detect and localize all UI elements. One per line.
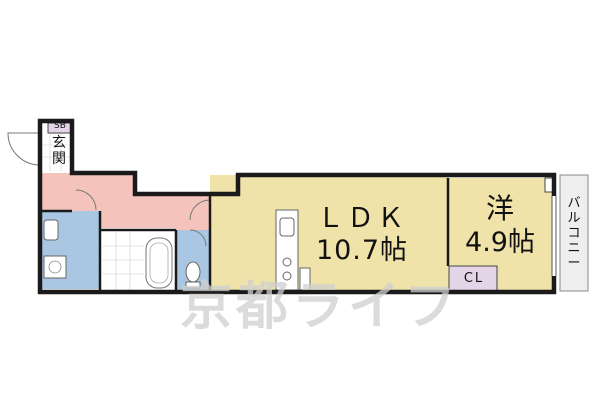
stove-burner	[282, 257, 292, 267]
entrance-tiles	[40, 133, 72, 171]
toilet-tank	[185, 281, 201, 289]
bathtub-inner	[149, 242, 169, 284]
ldk-door-swing	[189, 199, 211, 221]
hall-door-swing	[75, 189, 97, 211]
kitchen-sink	[279, 217, 295, 237]
ldk-room	[210, 175, 448, 292]
washbasin	[43, 219, 59, 241]
western-room-size-label: 4.9帖	[465, 227, 535, 258]
stove-burner	[282, 271, 292, 281]
shoe-box-label: SB	[54, 121, 66, 131]
closet-label: CL	[463, 271, 485, 286]
entrance-door-swing	[7, 132, 41, 166]
washing-machine-drum	[48, 260, 62, 274]
interior-walls	[41, 178, 450, 292]
watermark: 京都ライフ	[179, 276, 460, 337]
hallway	[41, 173, 210, 230]
entrance	[40, 133, 72, 171]
entrance-label: 玄関	[52, 135, 66, 167]
washing-machine	[43, 255, 67, 279]
ldk-size-label: 10.7帖	[315, 235, 409, 266]
ldk-name-label: ＬＤＫ	[317, 203, 407, 234]
balcony-label: バルコニー	[567, 196, 581, 271]
balcony	[559, 174, 589, 292]
bathtub	[145, 237, 173, 289]
outer-walls	[37, 118, 557, 295]
western-room-name-label: 洋	[485, 192, 514, 225]
bathroom-tiles	[102, 232, 144, 290]
toilet-door-swing	[189, 229, 207, 247]
